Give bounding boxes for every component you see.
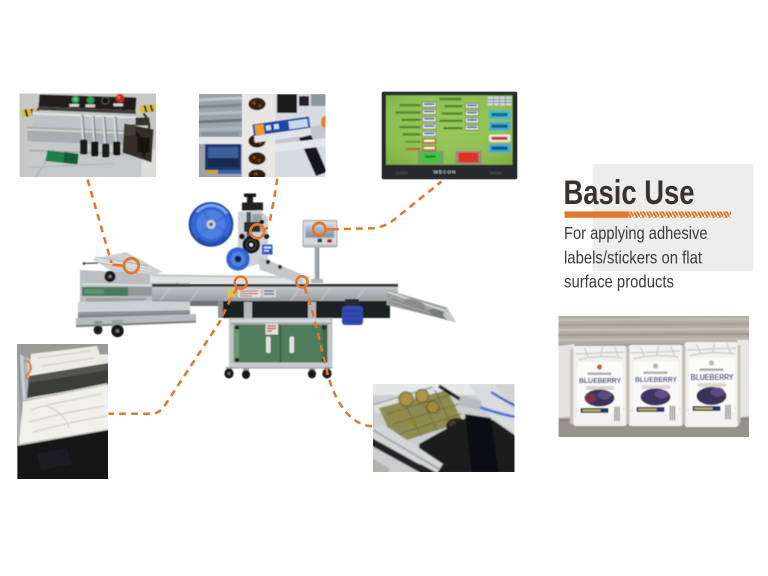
svg-text:BLUEBERRY: BLUEBERRY (691, 373, 735, 382)
svg-text:For applying adhesive: For applying adhesive (564, 223, 708, 243)
svg-text:labels/stickers on flat: labels/stickers on flat (564, 247, 702, 267)
svg-text:BLUEBERRY: BLUEBERRY (579, 376, 621, 385)
svg-text:surface products: surface products (564, 271, 674, 291)
svg-text:BLUEBERRY: BLUEBERRY (635, 375, 677, 384)
svg-text:WECON: WECON (434, 170, 457, 176)
svg-text:Basic Use: Basic Use (564, 174, 695, 212)
